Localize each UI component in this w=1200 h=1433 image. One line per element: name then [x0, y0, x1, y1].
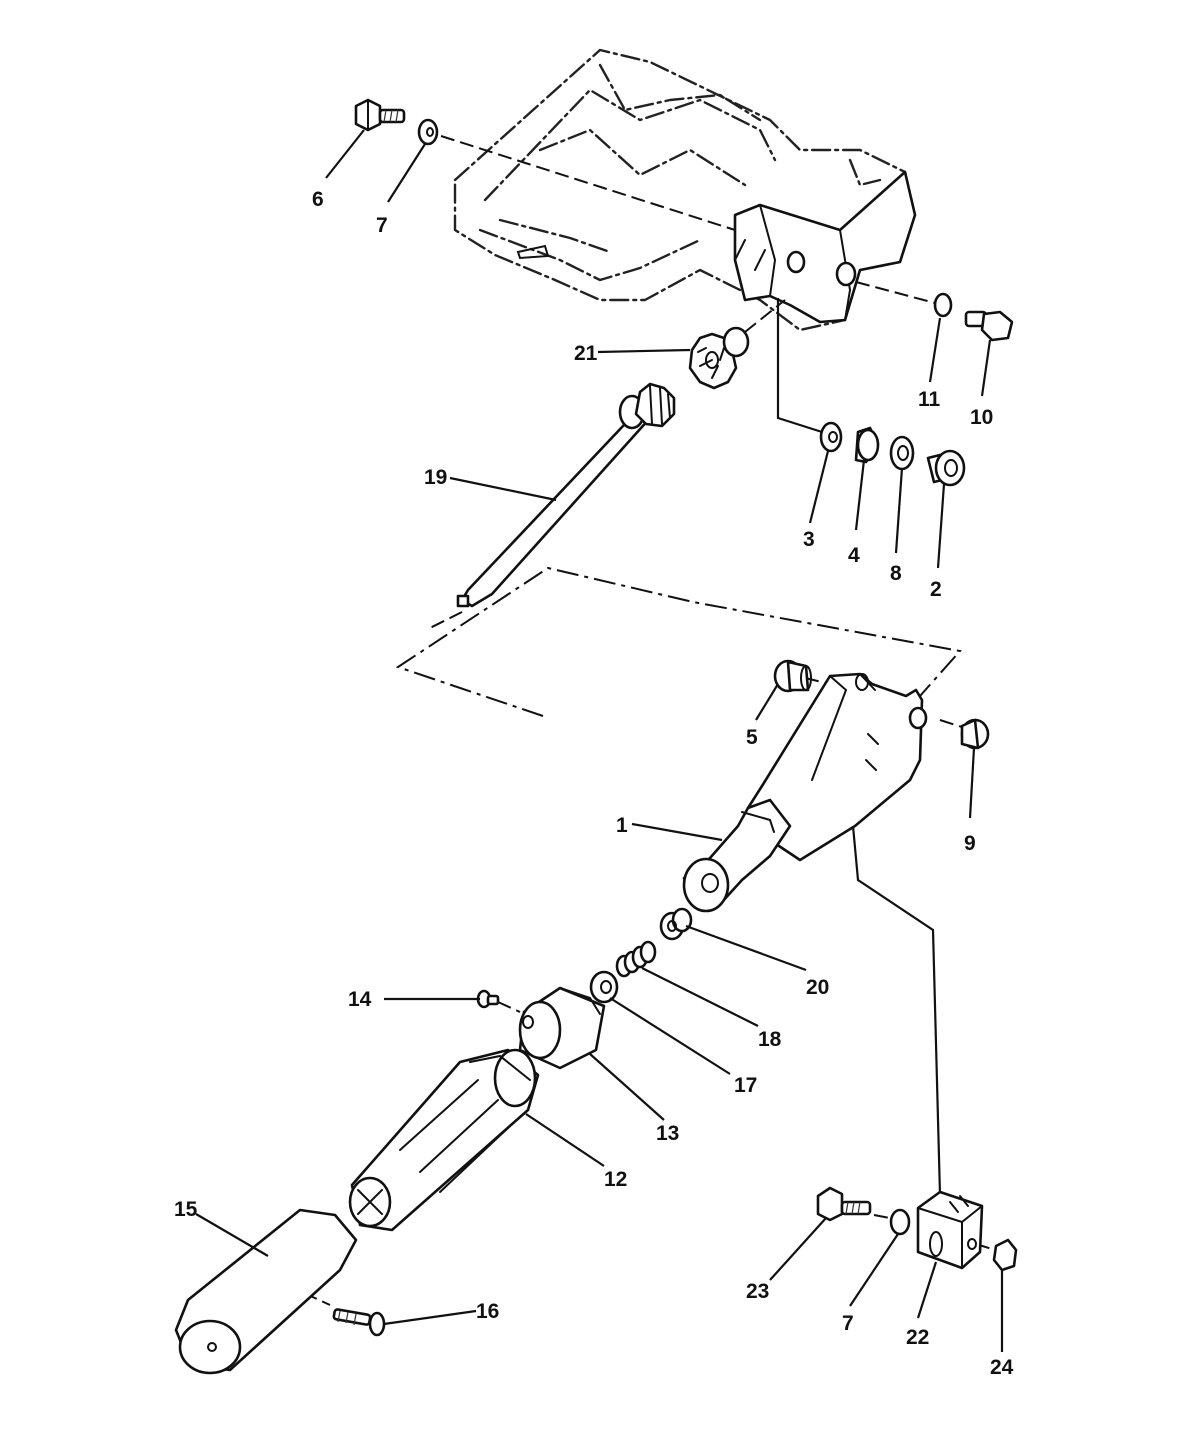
callout-7b: 7 — [842, 1312, 854, 1335]
part-1-lever-arm — [682, 672, 928, 913]
swivel-bracket-phantom — [453, 48, 917, 332]
part-10-bolt — [964, 310, 1014, 342]
callout-22: 22 — [906, 1326, 929, 1349]
callout-13: 13 — [656, 1122, 679, 1145]
callout-16: 16 — [476, 1300, 499, 1323]
callout-2: 2 — [930, 578, 942, 601]
part-6-hex-screw — [354, 98, 406, 132]
callout-7a: 7 — [376, 214, 388, 237]
callout-labels: 1 2 3 4 5 6 7 7 8 9 10 11 12 13 14 15 16… — [174, 188, 1014, 1379]
callout-14: 14 — [348, 988, 372, 1011]
part-15-handle-grip — [174, 1208, 358, 1375]
part-22-block — [916, 1190, 984, 1270]
part-19-shaft — [456, 382, 676, 608]
callout-9: 9 — [964, 832, 976, 855]
leader-lines — [195, 129, 1004, 1352]
callout-1: 1 — [616, 814, 628, 837]
part-23-hex-bolt — [816, 1186, 872, 1222]
part-17-washer — [589, 970, 619, 1004]
callout-10: 10 — [970, 406, 993, 429]
part-16-screw — [332, 1308, 386, 1337]
part-14-screw — [476, 989, 500, 1009]
part-21-bevel-gear — [688, 326, 750, 390]
part-7-washer-lower — [889, 1208, 911, 1236]
callout-5: 5 — [746, 726, 758, 749]
part-18-spring — [615, 940, 657, 978]
callout-19: 19 — [424, 466, 447, 489]
part-13-band — [518, 986, 606, 1070]
callout-23: 23 — [746, 1280, 769, 1303]
part-4-bushing — [854, 426, 880, 464]
callout-18: 18 — [758, 1028, 782, 1051]
part-12-grip-insert — [348, 1048, 540, 1232]
part-24-nut — [992, 1238, 1018, 1272]
callout-15: 15 — [174, 1198, 198, 1221]
callout-4: 4 — [848, 544, 860, 567]
part-2-bushing — [926, 449, 966, 487]
callout-11: 11 — [918, 388, 941, 411]
part-20-washer — [659, 907, 693, 941]
callout-17: 17 — [734, 1074, 757, 1097]
callout-21: 21 — [574, 342, 598, 365]
washer-hole — [426, 127, 434, 137]
callout-24: 24 — [990, 1356, 1014, 1379]
part-5-bushing — [773, 659, 812, 693]
callout-20: 20 — [806, 976, 829, 999]
part-3-washer — [819, 421, 843, 453]
part-9-bushing — [960, 718, 990, 750]
assembly-lines — [303, 135, 996, 1306]
callout-12: 12 — [604, 1168, 627, 1191]
part-11-washer — [933, 292, 953, 318]
part-8-washer — [889, 435, 915, 471]
callout-6: 6 — [312, 188, 324, 211]
callout-3: 3 — [803, 528, 815, 551]
callout-8: 8 — [890, 562, 902, 585]
